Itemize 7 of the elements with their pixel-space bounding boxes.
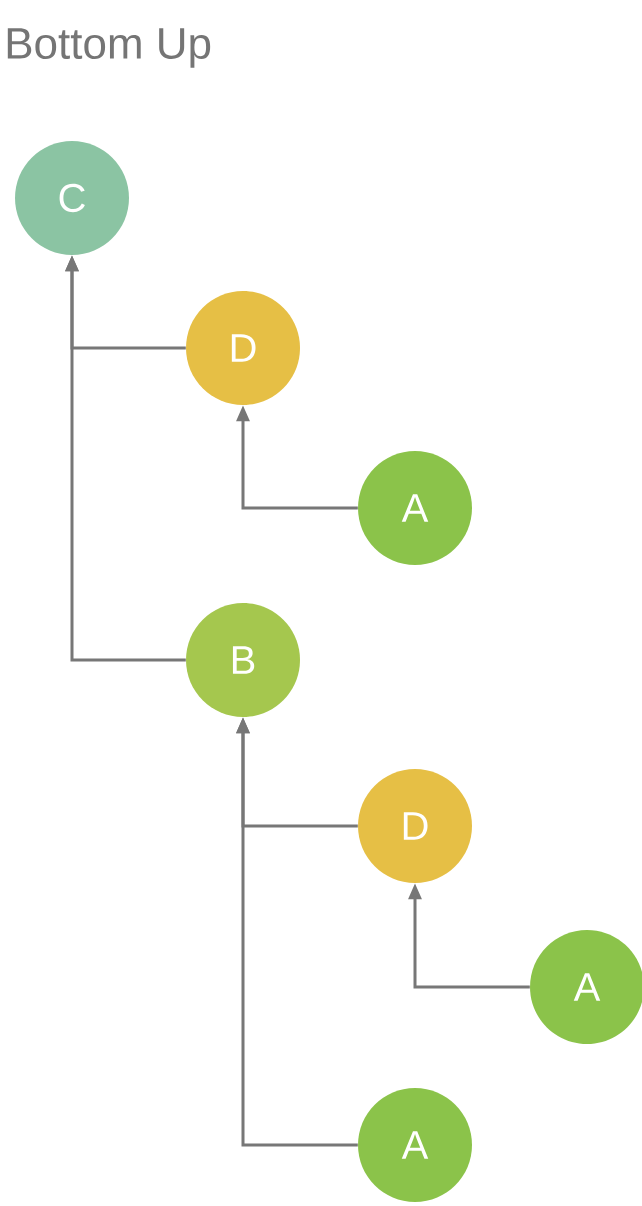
circle-node: B xyxy=(186,603,300,717)
circle-node: A xyxy=(358,451,472,565)
circle-node: C xyxy=(15,141,129,255)
circle-node: D xyxy=(186,291,300,405)
circle-node: A xyxy=(358,1088,472,1202)
circle-node: D xyxy=(358,769,472,883)
title: Bottom Up xyxy=(7,28,211,68)
